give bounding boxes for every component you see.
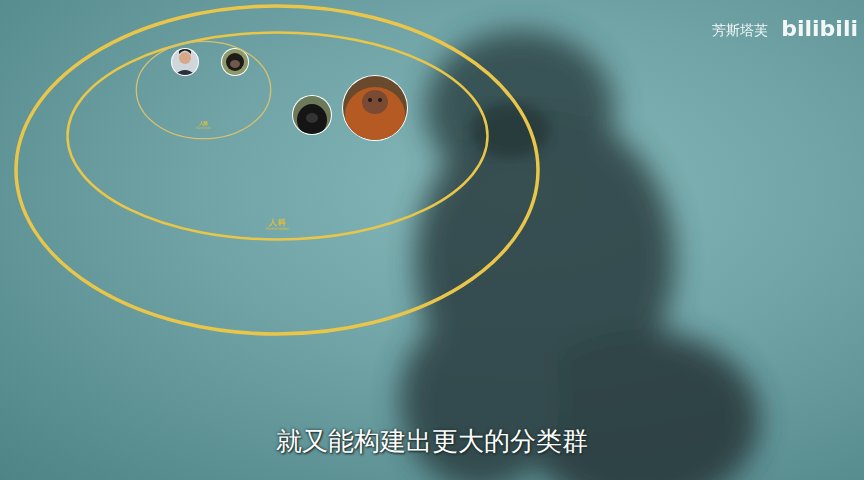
taxon-latin-name: Hominini	[162, 126, 244, 130]
taxon-name: 人群	[162, 121, 244, 127]
site-watermark: bilibili	[781, 16, 858, 41]
subtitle-caption: 就又能构建出更大的分类群	[0, 424, 864, 459]
uploader-watermark: 芳斯塔芙	[712, 22, 768, 40]
taxon-ellipse: 人群Hominini	[135, 40, 272, 140]
taxon-name: 人科	[150, 217, 405, 227]
taxon-label: 人科Hominidae	[150, 217, 405, 231]
taxon-label: 人群Hominini	[162, 121, 244, 130]
taxon-latin-name: Hominidae	[150, 226, 405, 231]
taxon-ellipse: 人科Hominidae 人群Hominini	[65, 30, 490, 242]
ellipse-outline	[65, 30, 490, 242]
